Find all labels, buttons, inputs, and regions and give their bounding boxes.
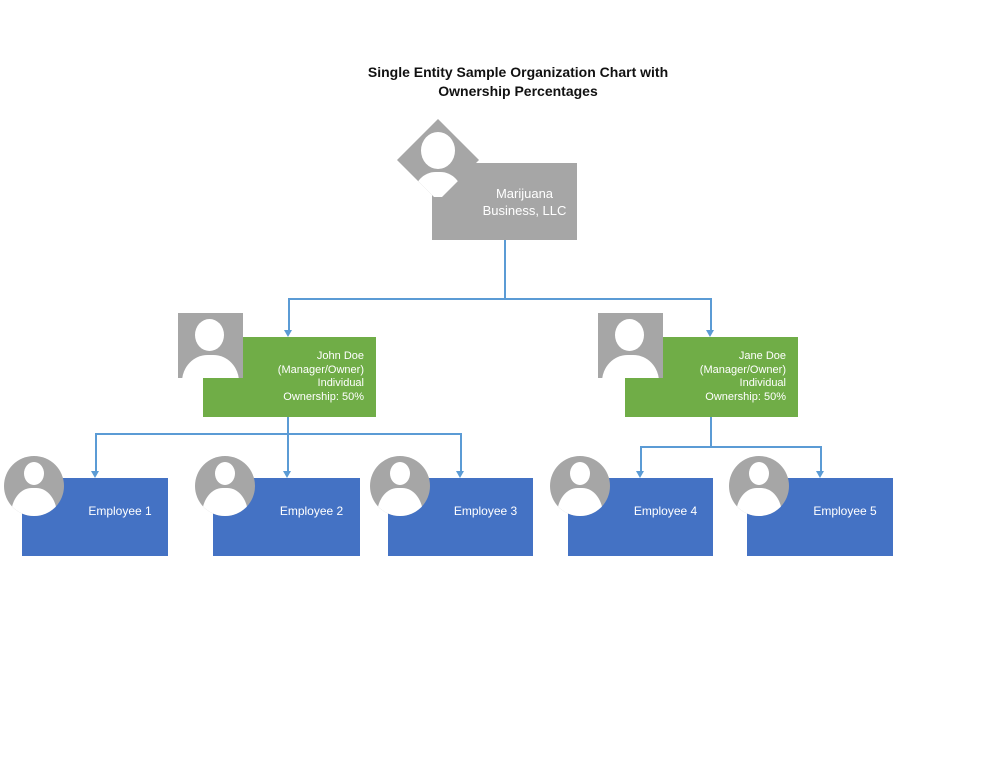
arrowhead-employee-3-icon [456,471,464,478]
employee-label: Employee 1 [88,504,152,518]
node-employee-3: Employee 3 [388,478,533,556]
person-avatar-square-icon [178,313,243,378]
connector-drop-employee-1 [95,433,97,471]
manager-ownership-line1: Individual [317,377,364,389]
arrowhead-jane-icon [706,330,714,337]
manager-role: (Manager/Owner) [699,363,786,376]
arrowhead-employee-1-icon [91,471,99,478]
manager-ownership-line1: Individual [739,377,786,389]
manager-ownership-line2: Ownership: 50% [283,390,364,403]
connector-drop-employee-3 [460,433,462,471]
connector-drop-jane [710,298,712,330]
connector-drop-john [288,298,290,330]
arrowhead-employee-2-icon [283,471,291,478]
connector-drop-employee-4 [640,446,642,471]
connector-root-stem [504,240,506,298]
person-silhouette-icon [409,131,467,197]
root-label-line1: Marijuana [495,185,554,201]
person-avatar-circle-icon [729,456,789,516]
manager-role: (Manager/Owner) [277,363,364,376]
person-avatar-circle-icon [550,456,610,516]
person-avatar-circle-icon [370,456,430,516]
chart-title-line1: Single Entity Sample Organization Chart … [367,64,669,80]
node-root-company: Marijuana Business, LLC [432,163,577,240]
chart-title-line2: Ownership Percentages [438,83,598,99]
connector-john-crossbar [95,433,461,435]
chart-title: Single Entity Sample Organization Chart … [268,63,768,101]
person-avatar-square-icon [598,313,663,378]
person-avatar-circle-icon [4,456,64,516]
connector-root-crossbar [288,298,711,300]
arrowhead-john-icon [284,330,292,337]
node-employee-1: Employee 1 [22,478,168,556]
connector-drop-employee-5 [820,446,822,471]
connector-drop-employee-2 [287,433,289,471]
employee-label: Employee 3 [453,504,518,518]
employee-label: Employee 4 [633,504,698,518]
manager-name: Jane Doe [738,350,786,362]
person-avatar-circle-icon [195,456,255,516]
root-label-line2: Business, LLC [482,202,567,218]
connector-jane-stem [710,417,712,446]
employee-label: Employee 2 [279,504,344,518]
arrowhead-employee-5-icon [816,471,824,478]
manager-ownership-line2: Ownership: 50% [705,390,786,403]
manager-name: John Doe [316,350,364,362]
connector-jane-crossbar [640,446,821,448]
arrowhead-employee-4-icon [636,471,644,478]
connector-john-stem [287,417,289,434]
employee-label: Employee 5 [813,504,877,518]
